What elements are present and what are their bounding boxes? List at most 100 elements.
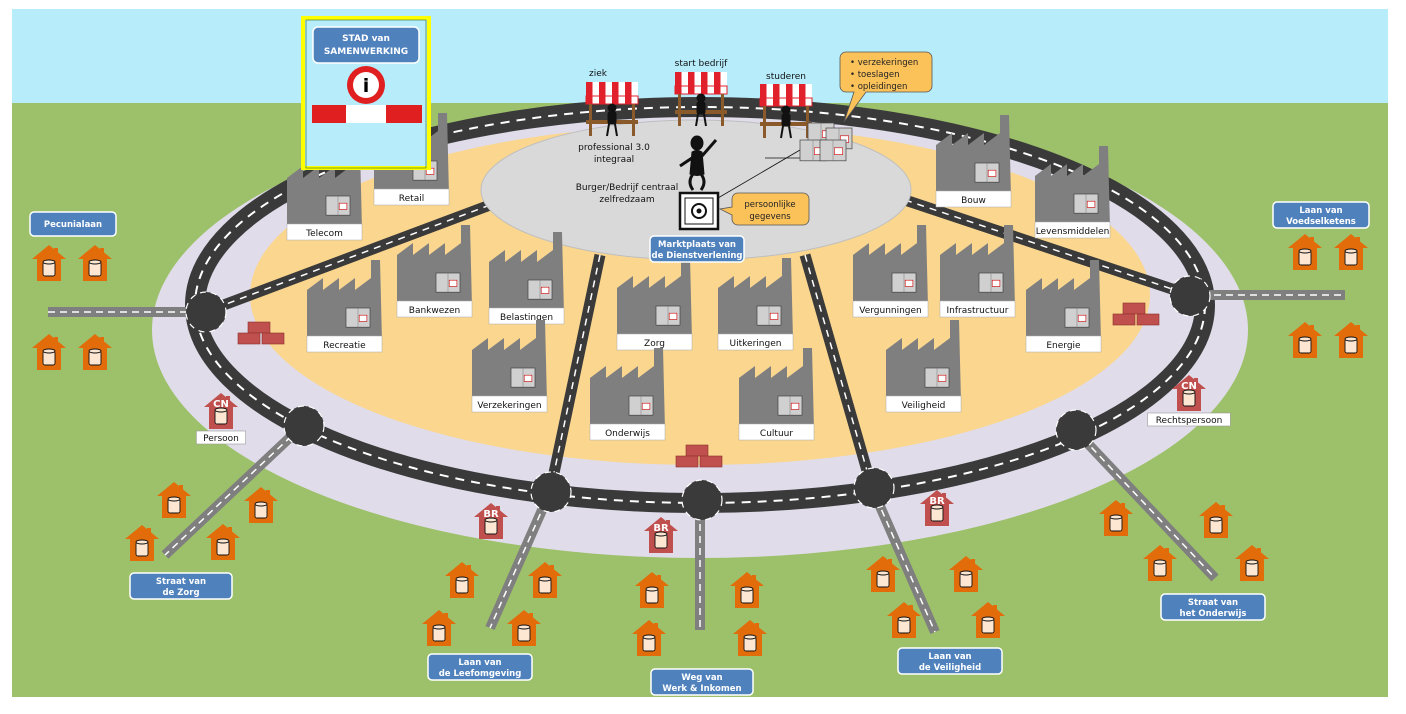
house-icon (887, 602, 921, 638)
house-icon (733, 620, 767, 656)
spoke-road-marking (804, 254, 873, 489)
factory-label: Uitkeringen (730, 339, 782, 349)
package-icon (924, 367, 950, 388)
factory-label: Bankwezen (409, 306, 460, 316)
factory-label: Infrastructuur (947, 306, 1009, 316)
house-icon (1235, 545, 1269, 581)
professional-line2: integraal (594, 155, 634, 165)
package-icon (510, 367, 536, 388)
factory-zorg: Zorg (616, 258, 693, 351)
vendor-figure-icon (606, 103, 618, 137)
package-icon (628, 395, 654, 416)
house-icon (528, 562, 562, 598)
factory-label: Levensmiddelen (1036, 227, 1110, 237)
street-name-line2: de Zorg (162, 588, 199, 598)
stall-label-start-bedrijf: start bedrijf (675, 59, 728, 69)
marketplace-label-line2: de Dienstverlening (652, 251, 743, 261)
safe-icon (678, 191, 720, 231)
stall-label-ziek: ziek (589, 69, 608, 79)
factory-cultuur: Cultuur (738, 348, 815, 441)
house-icon (507, 610, 541, 646)
callout-line2: gegevens (749, 212, 791, 222)
roundabout (185, 291, 227, 333)
street-name-line1: Straat van (1188, 598, 1238, 608)
factory-label: Belastingen (500, 313, 553, 323)
factory-onderwijs: Onderwijs (589, 348, 666, 441)
factory-label: Energie (1046, 341, 1081, 351)
services-item-1: • verzekeringen (850, 58, 918, 68)
market-stall-icon (759, 84, 813, 139)
outer-road-marking (489, 491, 551, 629)
house-icon (1288, 322, 1322, 358)
package-icon (435, 272, 461, 293)
package-icon (655, 305, 681, 326)
house-icon (1334, 234, 1368, 270)
package-icon (1064, 307, 1090, 328)
factory-label: Retail (399, 194, 424, 204)
street-name: Pecunialaan (44, 220, 102, 230)
registry-br-icon: BR (920, 490, 954, 526)
house-icon (78, 245, 112, 281)
factory-infrastructuur: Infrastructuur (939, 225, 1016, 318)
house-icon (632, 620, 666, 656)
factory-label: Veiligheid (902, 401, 946, 411)
roundabout (283, 405, 325, 447)
services-item-3: • opleidingen (850, 82, 907, 92)
house-icon (445, 562, 479, 598)
factory-bankwezen: Bankwezen (396, 225, 473, 318)
package-icon (777, 395, 803, 416)
outer-road-marking (1074, 429, 1216, 579)
stall-label-studeren: studeren (766, 72, 806, 82)
registry-br-icon: BR (474, 503, 508, 539)
factory-label: Recreatie (323, 341, 366, 351)
spoke-roads (203, 194, 1192, 494)
house-icon (244, 487, 278, 523)
package-icon (891, 272, 917, 293)
personal-data-callout: persoonlijke gegevens (718, 192, 810, 226)
package-icon (527, 279, 553, 300)
market-stalls (585, 72, 813, 139)
services-item-2: • toeslagen (850, 70, 900, 80)
brick-pile-icon (237, 321, 285, 345)
brick-pile-icon (1112, 302, 1160, 326)
package-icon (756, 305, 782, 326)
street-name-line1: Weg van (681, 673, 722, 683)
factory-veiligheid: Veiligheid (885, 320, 962, 413)
registry-badge: BR (929, 496, 945, 507)
street-name-line2: Werk & Inkomen (662, 684, 741, 694)
factory-label: Bouw (961, 196, 986, 206)
roundabout (681, 479, 723, 521)
roundabout (530, 471, 572, 513)
citizen-figure-icon (679, 135, 718, 191)
spoke-road-marking (549, 254, 601, 493)
houses (32, 234, 1368, 656)
registry-badge: BR (483, 509, 499, 520)
sign-title-line1: STAD van (342, 34, 390, 44)
brick-piles (237, 302, 1160, 468)
house-icon (635, 572, 669, 608)
registry-badge: CN (213, 399, 229, 410)
house-icon (1199, 502, 1233, 538)
vendor-figure-icon (780, 105, 792, 139)
house-icon (949, 556, 983, 592)
package-icon (345, 307, 371, 328)
market-stall-icon (585, 82, 639, 137)
package-icon (978, 272, 1004, 293)
sign-title-line2: SAMENWERKING (324, 47, 408, 57)
roundabout (853, 467, 895, 509)
registry-badge: BR (653, 523, 669, 534)
registry-br-icon: BR (644, 517, 678, 553)
street-sign: Pecunialaan (29, 211, 117, 237)
outer-road-marking (871, 487, 936, 633)
house-icon (78, 334, 112, 370)
street-name-line2: de Veiligheid (919, 663, 981, 673)
house-icon (32, 245, 66, 281)
